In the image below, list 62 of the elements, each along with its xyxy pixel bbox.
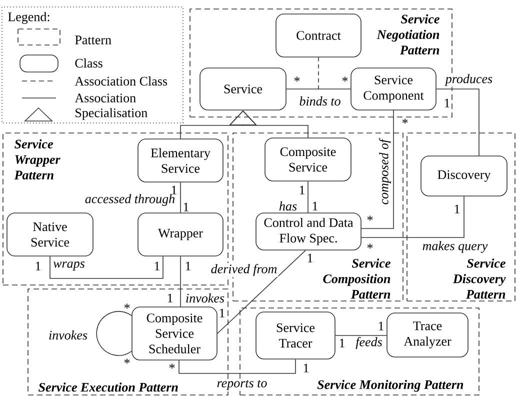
multiplicity: 1 [186,262,190,270]
edge-label: composed of [378,138,392,206]
edge-label: binds to [298,95,342,107]
multiplicity: * [294,76,300,82]
legend-label: Pattern [75,36,112,44]
class-box: Composite Service Scheduler [132,306,218,360]
multiplicity: 1 [444,98,450,108]
multiplicity: 1 [340,338,344,348]
connector-line [335,335,387,336]
multiplicity: 1 [378,322,384,330]
multiplicity: * [342,76,348,82]
multiplicity: 1 [154,262,160,270]
legend-label: Association Class [74,76,168,86]
class-box: Wrapper [138,212,224,256]
edge-label: derived from [210,263,278,277]
multiplicity: * [367,216,373,220]
multiplicity: * [124,358,130,364]
class-box: Service Tracer [256,312,336,360]
connector-line [286,88,351,90]
edge-label: accessed through [84,193,176,207]
legend-label: Specialisation [76,108,148,120]
multiplicity: 1 [172,186,176,194]
connector-line [361,110,394,229]
class-box: Trace Analyzer [386,312,468,358]
class-box: Contract [276,14,362,58]
edge-label: wraps [52,260,86,272]
connector-line [180,182,181,213]
edge-label: invokes [184,292,226,304]
multiplicity: 1 [312,202,318,210]
connector-line [50,256,164,279]
connector-line [178,359,296,374]
class-box: Composite Service [264,138,352,182]
connector-line [180,256,181,307]
connector-line [361,196,464,238]
legend-title: Legend: [8,12,50,24]
multiplicity: * [124,304,130,309]
multiplicity: 1 [300,186,304,194]
multiplicity: * [367,244,373,248]
multiplicity: 1 [308,254,312,262]
multiplicity: * [402,118,408,124]
edge-label: has [278,200,298,212]
class-box: Native Service [6,212,94,256]
multiplicity: 1 [454,204,460,214]
multiplicity: 1 [184,202,188,212]
class-box: Elementary Service [138,138,224,182]
multiplicity: * [169,364,175,369]
edge-label: makes query [421,240,489,254]
multiplicity: 1 [168,294,172,302]
multiplicity: 1 [36,262,40,270]
legend-label: Class [75,58,102,68]
class-box: Control and Data Flow Spec. [256,212,362,250]
connector-line [436,88,480,156]
class-box: Service Component [350,68,436,110]
edge-label: feeds [354,336,384,350]
class-box: Discovery [420,156,508,196]
edge-label: produces [444,73,494,87]
edge-label: reports to [216,378,268,392]
dashed-line [318,57,319,90]
multiplicity: 1 [220,308,224,318]
multiplicity: 1 [304,364,308,372]
legend-label: Association [74,94,136,102]
class-box: Service [200,68,286,110]
